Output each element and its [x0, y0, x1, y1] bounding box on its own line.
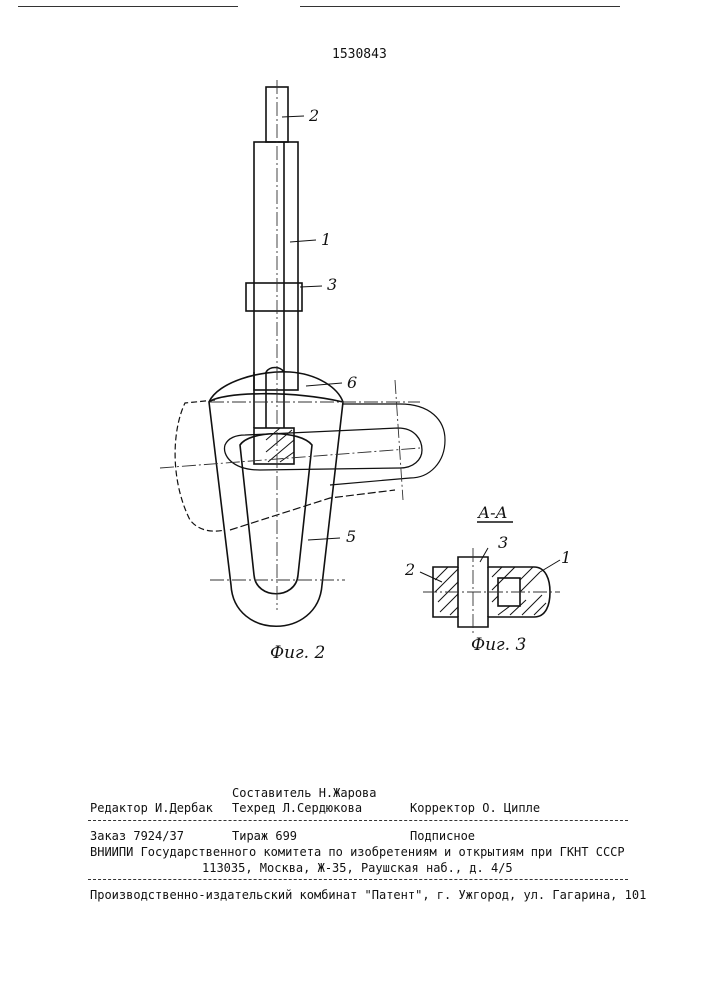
- footer-divider-2: [88, 879, 628, 880]
- footer-compiler: Составитель Н.Жарова: [232, 786, 377, 800]
- shank-outer: [254, 142, 298, 390]
- footer-subscription: Подписное: [410, 829, 475, 843]
- technical-drawing: [0, 0, 707, 700]
- footer-techred: Техред Л.Сердюкова: [232, 801, 362, 815]
- footer-corrector: Корректор О. Ципле: [410, 801, 540, 815]
- fig3-label-1: 1: [561, 548, 571, 567]
- lever-lower-edge: [230, 490, 395, 530]
- fig3-label-2: 2: [405, 560, 415, 579]
- fig2-label-3: 3: [327, 275, 337, 294]
- axis-lever-1: [160, 448, 420, 468]
- footer-address: 113035, Москва, Ж-35, Раушская наб., д. …: [202, 861, 513, 875]
- axis-lever-2: [395, 380, 403, 500]
- footer-editor: Редактор И.Дербак: [90, 801, 213, 815]
- footer-vniipi: ВНИИПИ Государственного комитета по изоб…: [90, 845, 625, 859]
- fig2-label-5: 5: [346, 527, 356, 546]
- footer-circulation: Тираж 699: [232, 829, 297, 843]
- footer-publisher: Производственно-издательский комбинат "П…: [90, 888, 646, 902]
- hook-body-slot: [240, 434, 312, 594]
- fig2-label-6: 6: [347, 373, 357, 392]
- footer-order: Заказ 7924/37: [90, 829, 184, 843]
- fig3-caption: Фиг. 3: [471, 635, 526, 655]
- fig2-label-1: 1: [321, 230, 331, 249]
- fig2-caption: Фиг. 2: [270, 643, 325, 663]
- fig2-label-2: 2: [309, 106, 319, 125]
- fig3-section-title: А-А: [478, 503, 508, 522]
- footer-divider-1: [88, 820, 628, 821]
- lever-upper-edge: [330, 404, 445, 485]
- lever-outline: [175, 400, 225, 531]
- fig3-label-3: 3: [498, 533, 508, 552]
